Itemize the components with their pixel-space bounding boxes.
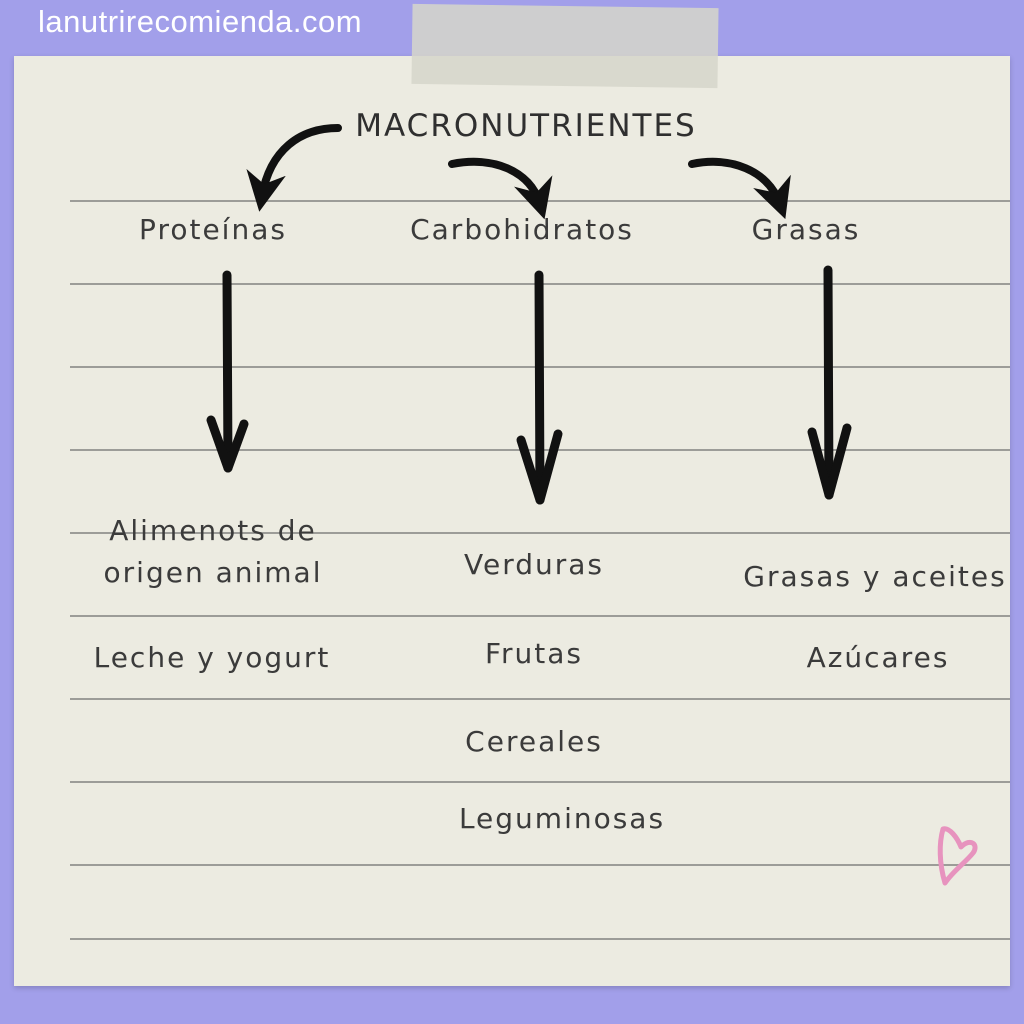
site-label: lanutrirecomienda.com <box>38 4 363 39</box>
item-leche-y-yogurt: Leche y yogurt <box>93 641 331 674</box>
item-cereales: Cereales <box>465 725 603 758</box>
item-grasas-y-aceites: Grasas y aceites <box>743 560 1007 593</box>
curved-arrow-carbohidratos <box>448 157 553 220</box>
ruled-line <box>70 698 1010 700</box>
down-arrow-grasas-head <box>807 423 852 500</box>
ruled-line <box>70 615 1010 617</box>
item-leguminosas: Leguminosas <box>458 802 666 835</box>
category-grasas: Grasas <box>751 213 861 246</box>
ruled-line <box>70 938 1010 940</box>
item-verduras: Verduras <box>463 548 605 581</box>
down-arrow-proteinas-shaft <box>222 270 233 473</box>
ruled-line <box>70 781 1010 783</box>
paper-sheet <box>14 56 1010 986</box>
down-arrow-carbohidratos-head <box>516 429 563 505</box>
item-alimenots-de-origen-animal: Alimenots de origen animal <box>103 514 323 589</box>
category-carbohidratos: Carbohidratos <box>410 213 634 246</box>
down-arrow-proteinas-head <box>206 415 249 473</box>
down-arrow-carbohidratos-shaft <box>534 270 545 505</box>
ruled-line <box>70 864 1010 866</box>
curved-arrow-grasas <box>688 157 791 220</box>
diagram-title: MACRONUTRIENTES <box>355 108 697 144</box>
down-arrow-grasas-shaft <box>823 265 834 500</box>
item-azucares: Azúcares <box>806 641 950 674</box>
item-frutas: Frutas <box>484 637 584 670</box>
heart-icon <box>937 826 978 886</box>
curved-arrow-proteinas <box>246 124 342 212</box>
category-proteinas: Proteínas <box>139 213 287 246</box>
ruled-line <box>70 532 1010 534</box>
